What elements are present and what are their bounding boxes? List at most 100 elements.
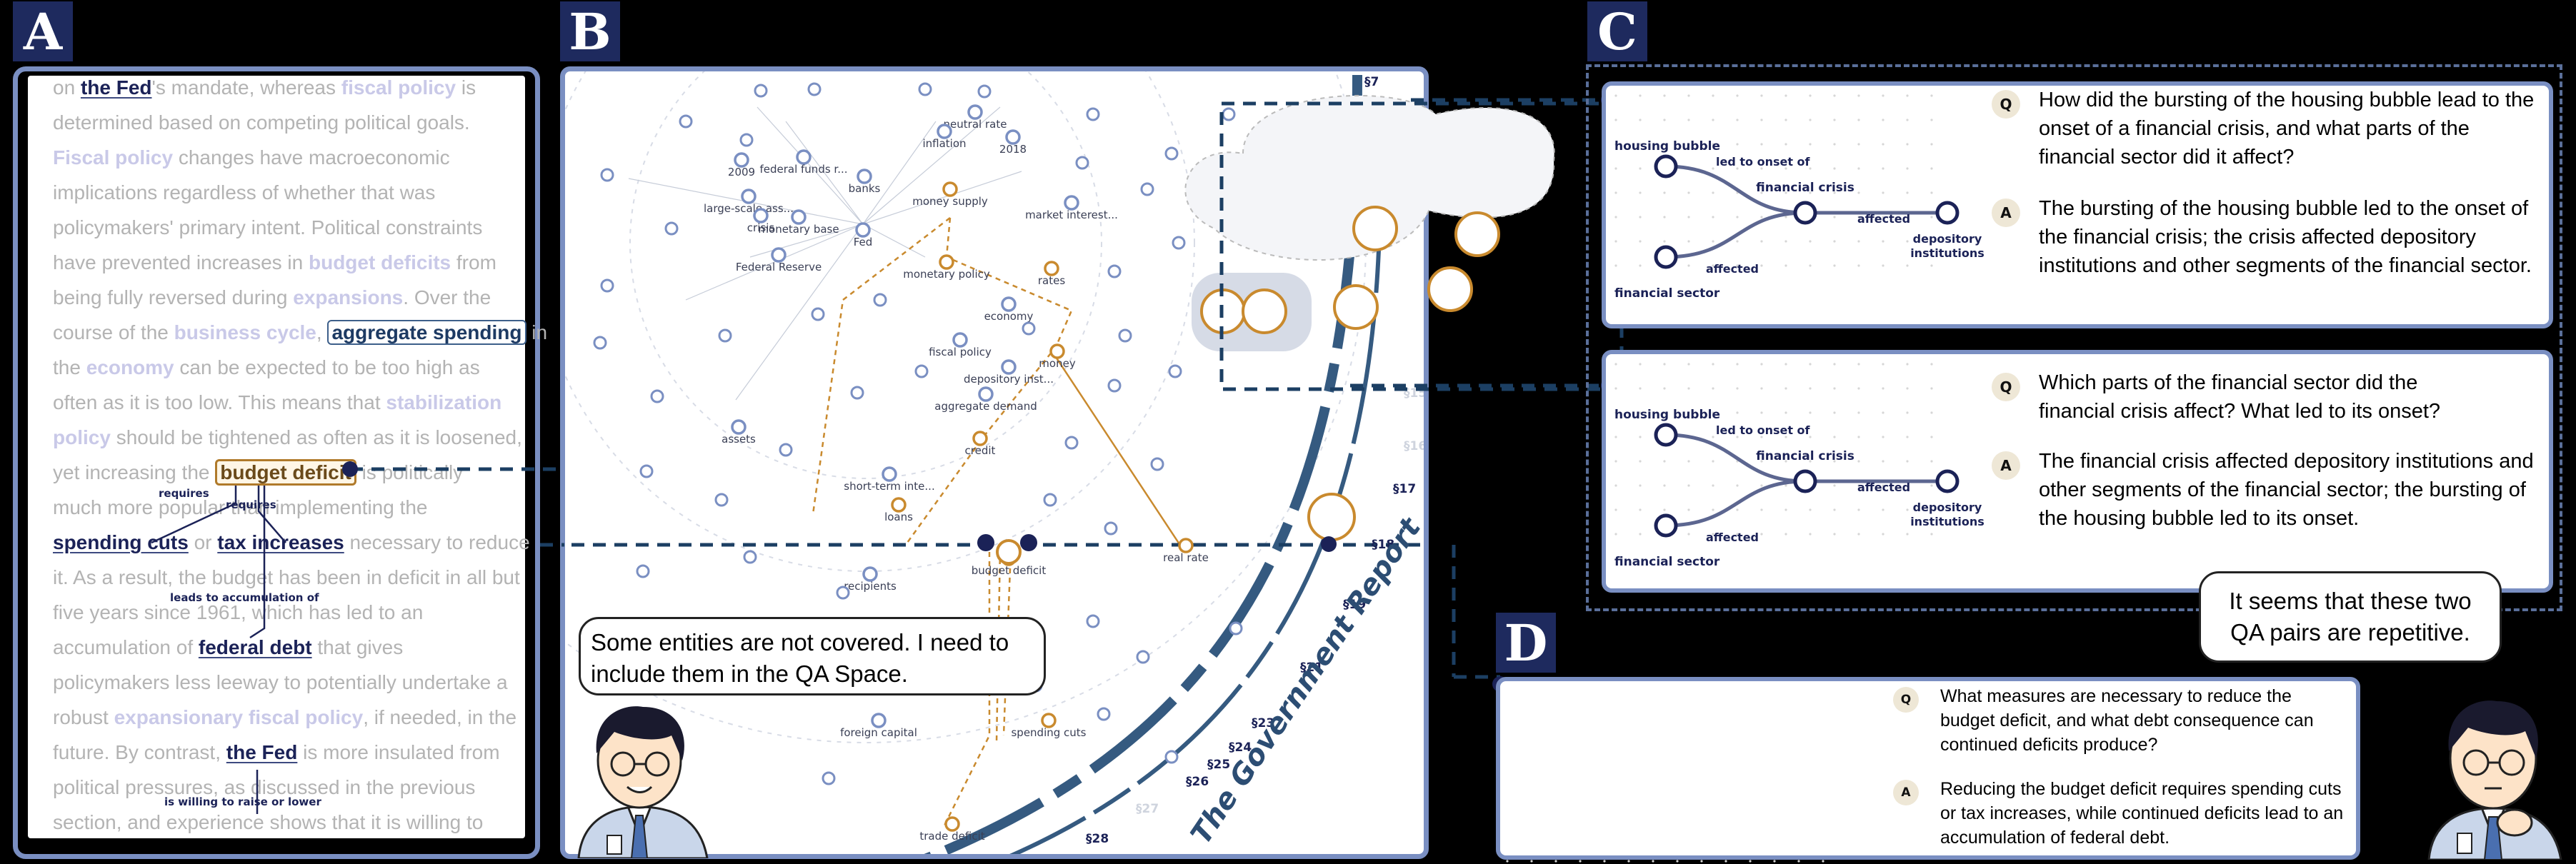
graph-node[interactable] [891, 497, 907, 513]
entity-mention[interactable]: tax increases [217, 531, 344, 553]
document-text: or [188, 531, 218, 553]
qa-d-question: What measures are necessary to reduce th… [1940, 686, 2314, 755]
section-label: §19 [1343, 598, 1366, 612]
mini-graph-label: institutions [1910, 515, 1985, 528]
graph-node[interactable] [731, 419, 747, 435]
graph-node-label: Fed [854, 236, 873, 248]
graph-node[interactable] [791, 209, 807, 225]
mini-graph-label: depository [1913, 501, 1982, 514]
mini-graph-label: led to onset of [1716, 423, 1811, 437]
graph-node[interactable] [1005, 129, 1021, 145]
mini-graph-node [1654, 513, 1678, 538]
section-label: §28 [1086, 832, 1109, 846]
document-text: , [316, 321, 328, 343]
graph-node[interactable] [1041, 713, 1057, 728]
document-line: the economy can be expected to be too hi… [53, 350, 517, 385]
graph-node[interactable] [753, 208, 769, 223]
graph-node[interactable] [972, 431, 988, 446]
entity-mention[interactable]: spending cuts [53, 531, 189, 553]
entity-mention[interactable]: expansionary fiscal policy [114, 706, 364, 728]
mini-graph-label: affected [1706, 262, 1759, 276]
document-line: political pressures, as discussed in the… [53, 770, 517, 805]
document-text: robust [53, 706, 114, 728]
document-line: implications regardless of whether that … [53, 175, 517, 210]
section-label: §16 [1404, 439, 1427, 453]
graph-node[interactable] [741, 189, 757, 204]
mini-graph-node [1935, 201, 1960, 225]
graph-node-label: market interest... [1025, 209, 1118, 221]
graph-node-label: economy [984, 310, 1034, 323]
graph-node[interactable] [1001, 296, 1017, 312]
graph-node[interactable] [967, 104, 983, 120]
graph-node[interactable] [978, 386, 994, 402]
graph-node-label: fiscal policy [929, 346, 992, 358]
entity-mention[interactable]: budget deficits [309, 251, 451, 273]
graph-node[interactable] [937, 124, 952, 139]
entity-mention[interactable]: expansions [293, 286, 404, 308]
graph-node[interactable] [882, 466, 897, 482]
document-line: course of the business cycle, aggregate … [53, 315, 547, 350]
graph-node-label: rates [1038, 274, 1065, 287]
document-text: accumulation of [53, 636, 199, 658]
entity-mention[interactable]: policy [53, 426, 111, 448]
document-text: from [451, 251, 496, 273]
graph-node[interactable] [857, 169, 872, 184]
entity-mention[interactable]: the Fed [226, 741, 298, 763]
entity-mention[interactable]: economy [86, 356, 174, 378]
document-text: can be expected to be too high as [174, 356, 480, 378]
relation-label-willing: is willing to raise or lower [164, 795, 321, 808]
entity-mention[interactable]: budget deficit [215, 459, 356, 486]
graph-node[interactable] [1044, 261, 1059, 276]
graph-node-label: foreign capital [840, 726, 917, 739]
graph-node[interactable] [796, 149, 812, 165]
qa-1-answer: The bursting of the housing bubble led t… [2039, 197, 2532, 277]
document-text: much more popular than implementing the [53, 496, 428, 518]
graph-node[interactable] [734, 152, 749, 168]
mini-graph-node [1793, 201, 1817, 225]
document-text: in [526, 321, 548, 343]
graph-node[interactable] [871, 713, 887, 728]
graph-node[interactable] [1064, 195, 1079, 211]
mini-graph-label: housing bubble [1614, 408, 1720, 422]
section-label: §25 [1207, 758, 1230, 772]
entity-mention[interactable]: federal debt [198, 636, 312, 658]
document-line: being fully reversed during expansions. … [53, 280, 517, 315]
document-text: 's mandate, whereas [151, 76, 341, 99]
panel-label-b: B [560, 1, 620, 61]
document-line: policymakers less leeway to potentially … [53, 665, 517, 700]
graph-node[interactable] [855, 222, 871, 238]
entity-mention[interactable]: fiscal policy [341, 76, 456, 99]
qa-d-answer: Reducing the budget deficit requires spe… [1940, 779, 2344, 848]
graph-node[interactable] [1001, 359, 1017, 375]
graph-node[interactable] [942, 181, 958, 197]
panel-a-document [13, 66, 540, 859]
entity-mention[interactable]: the Fed [80, 76, 152, 99]
graph-node[interactable] [771, 247, 787, 263]
graph-node-label: 2018 [999, 143, 1027, 156]
graph-node[interactable] [1049, 343, 1065, 359]
graph-node[interactable] [952, 332, 968, 348]
graph-node-label: crisis [747, 221, 775, 234]
graph-node[interactable] [1178, 538, 1194, 553]
document-text: is [456, 76, 476, 99]
entity-mention[interactable]: aggregate spending [327, 320, 526, 345]
entity-mention[interactable]: Fiscal policy [53, 146, 174, 169]
document-text: necessary to reduce [344, 531, 530, 553]
entity-mention[interactable]: business cycle [174, 321, 316, 343]
document-line: on the Fed's mandate, whereas fiscal pol… [53, 70, 517, 105]
entity-mention[interactable]: stabilization [386, 391, 502, 413]
graph-node-label: trade deficit [919, 830, 984, 843]
section-label: §18 [1372, 538, 1394, 552]
graph-node[interactable] [944, 816, 960, 832]
a-badge-d: A [1893, 780, 1919, 805]
mini-graph-label: institutions [1910, 246, 1985, 260]
section-label: §21 [1300, 660, 1323, 675]
graph-node-label: inflation [922, 137, 966, 150]
graph-node-label: budget deficit [972, 564, 1047, 577]
graph-node[interactable] [939, 254, 954, 270]
document-text: political pressures, as discussed in the… [53, 776, 476, 798]
graph-node[interactable] [862, 566, 878, 582]
panel-label-c: C [1587, 1, 1647, 61]
mini-graph-node [1793, 469, 1817, 493]
